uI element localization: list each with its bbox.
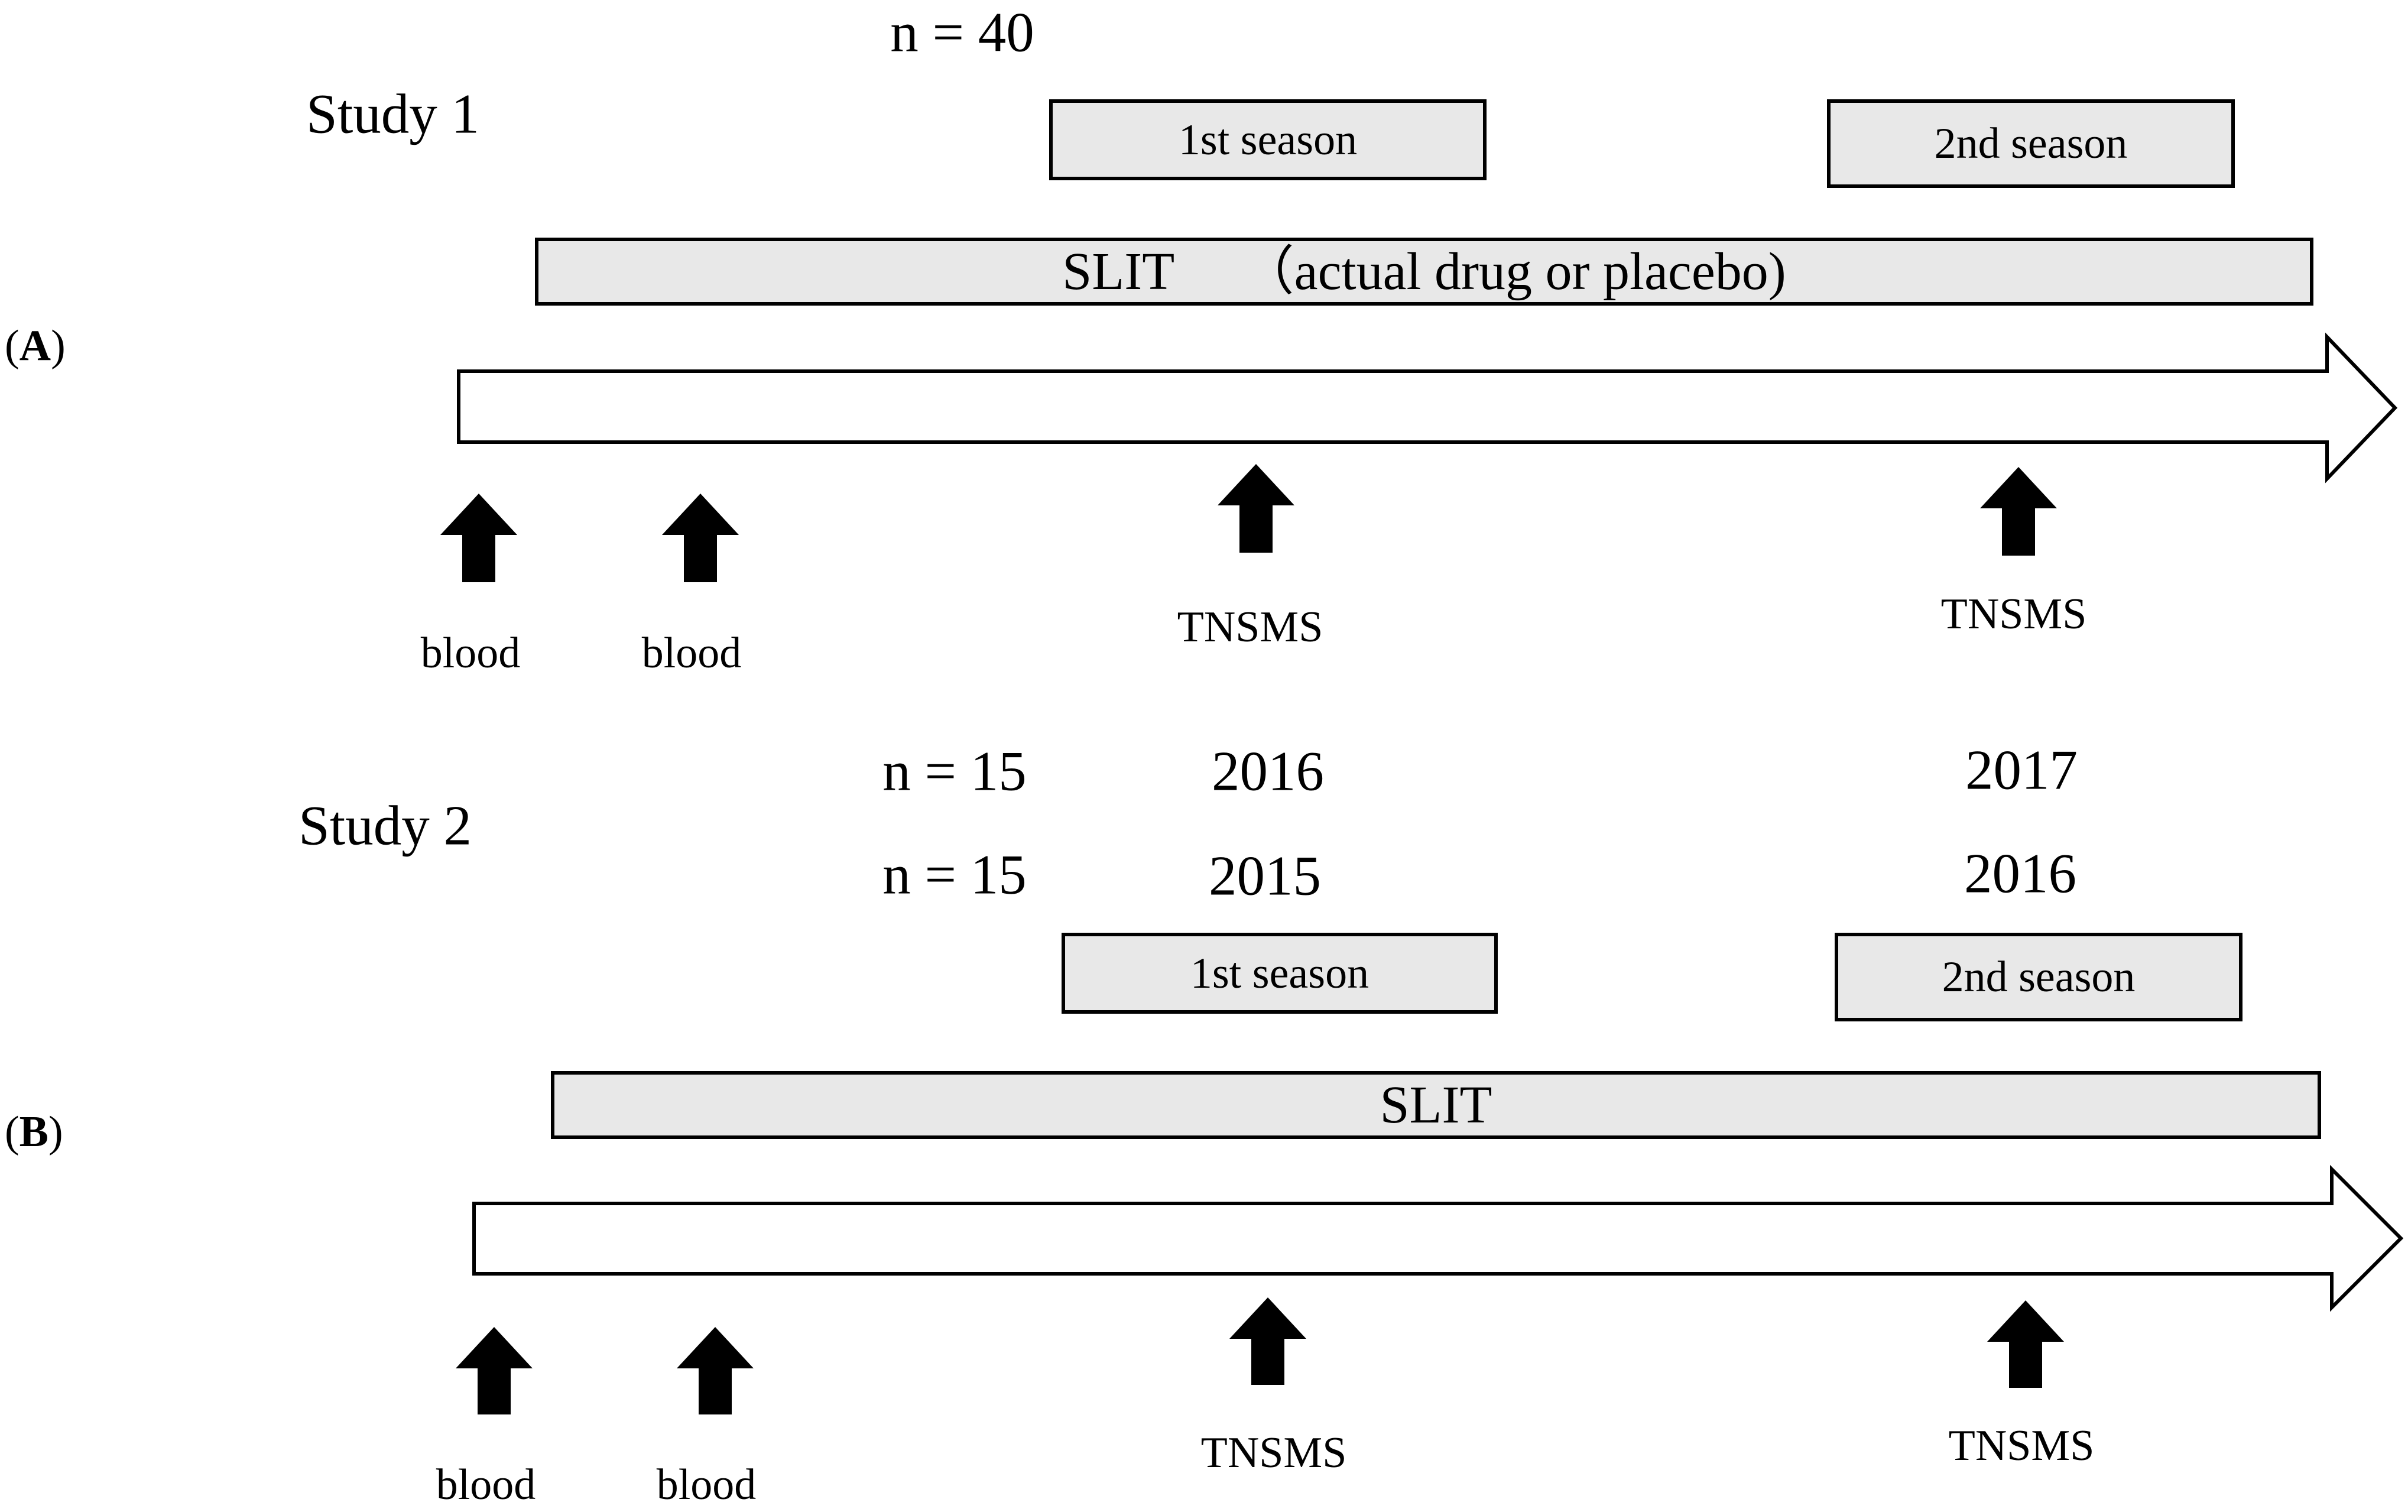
study-2-blood-1-up-arrow-icon [456,1327,533,1414]
study-2-event-3-label: TNSMS [1200,1429,1347,1477]
study-2-cohort-1-year-1: 2016 [1212,739,1324,803]
panel-b-label: (B) [5,1110,63,1154]
study-2-slit-label: SLIT [1380,1075,1492,1134]
study-2-season-1-label: 1st season [1190,949,1369,998]
panel-b-open-paren: ( [5,1108,20,1156]
study-1-event-3-label: TNSMS [1177,603,1323,651]
panel-a-close-paren: ) [51,322,66,370]
study-1-season-1-box: 1st season [1049,99,1487,180]
study-1-slit-label: SLIT （actual drug or placebo) [1062,242,1786,301]
panel-a-open-paren: ( [5,322,20,370]
study-2-slit-bar: SLIT [551,1071,2321,1139]
study-2-season-2-label: 2nd season [1942,953,2136,1001]
study-1-season-1-label: 1st season [1178,115,1358,164]
panel-a-letter: A [19,322,51,370]
panel-a-label: (A) [5,324,66,368]
study-2-cohort-2-year-1: 2015 [1209,844,1321,907]
study-2-title: Study 2 [298,794,472,857]
study-1-event-4-label: TNSMS [1940,590,2087,638]
study-1-season-2-label: 2nd season [1934,119,2128,168]
study-1-slit-bar: SLIT （actual drug or placebo) [535,238,2313,306]
study-2-tnsms-1-up-arrow-icon [1229,1297,1306,1385]
study-1-season-2-box: 2nd season [1827,99,2235,188]
panel-b-close-paren: ) [48,1108,63,1156]
study-2-timeline-arrow [472,1164,2404,1312]
study-1-blood-2-up-arrow-icon [662,494,739,582]
study-1-blood-1-up-arrow-icon [440,494,517,582]
study-2-blood-2-up-arrow-icon [677,1327,754,1414]
study-2-tnsms-2-up-arrow-icon [1987,1300,2064,1388]
panel-b-letter: B [19,1108,49,1156]
study-1-timeline-arrow [457,332,2398,484]
study-2-cohort-2-year-2: 2016 [1964,842,2076,905]
study-1-title: Study 1 [306,82,479,145]
study-2-event-4-label: TNSMS [1948,1422,2095,1470]
study-2-cohort-1-n: n = 15 [882,739,1027,803]
study-2-cohort-1-year-2: 2017 [1965,738,2078,802]
study-2-event-2-label: blood [656,1461,757,1509]
study-1-event-2-label: blood [641,629,742,677]
study-1-n: n = 40 [890,1,1034,64]
study-2-season-2-box: 2nd season [1835,933,2243,1021]
study-1-event-1-label: blood [420,629,521,677]
study-2-cohort-2-n: n = 15 [882,843,1027,906]
study-2-event-1-label: blood [436,1461,536,1509]
study-1-tnsms-2-up-arrow-icon [1980,467,2057,556]
study-2-season-1-box: 1st season [1062,933,1498,1014]
study-1-tnsms-1-up-arrow-icon [1218,464,1294,553]
